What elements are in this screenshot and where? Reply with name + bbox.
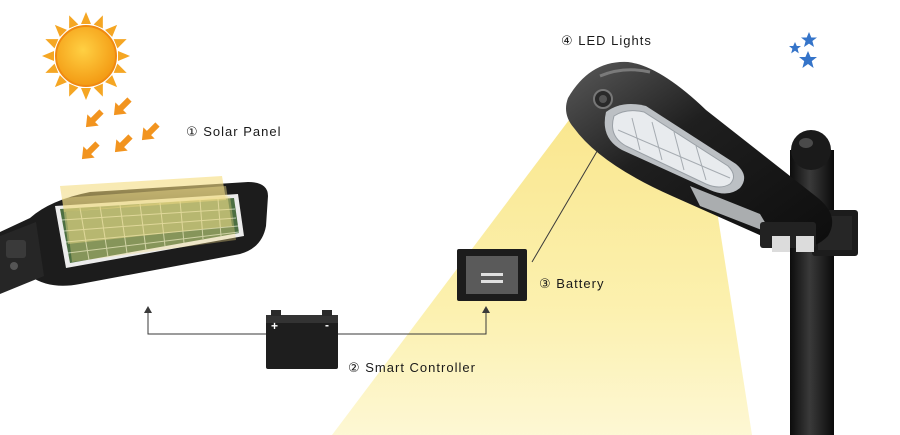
- panel-sunlight-glow: [60, 176, 236, 262]
- arrow-icon: [141, 122, 160, 141]
- battery-label: ③ Battery: [539, 276, 605, 291]
- battery-icon: [457, 249, 527, 301]
- controller-icon: [266, 310, 338, 369]
- arrow-icon: [81, 141, 100, 160]
- controller-minus-sign: -: [325, 318, 329, 332]
- solar-panel-unit: [0, 176, 268, 294]
- sunlight-arrows: [81, 97, 160, 160]
- lamp-pole: [790, 130, 858, 435]
- sun-icon: [42, 12, 130, 100]
- connector-lines: [147, 135, 607, 335]
- solar-panel-cells: [55, 194, 244, 268]
- controller-plus-sign: +: [271, 319, 279, 333]
- arrow-icon: [85, 109, 104, 128]
- smart-controller-label: ② Smart Controller: [348, 360, 476, 375]
- arrow-icon: [113, 97, 132, 116]
- led-lamp-head: [566, 61, 833, 252]
- arrow-icon: [114, 134, 133, 153]
- connector-arrowheads: [144, 306, 490, 313]
- light-beam: [332, 112, 752, 435]
- solar-panel-label: ① Solar Panel: [186, 124, 282, 139]
- led-lights-label: ④ LED Lights: [561, 33, 652, 48]
- star-icon: [789, 32, 817, 68]
